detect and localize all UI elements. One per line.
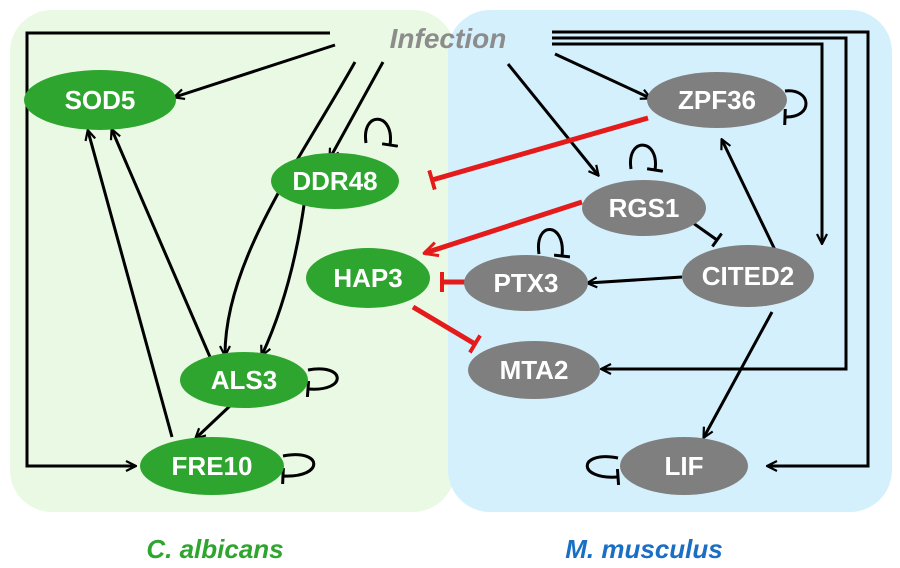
node-rgs1: RGS1 <box>582 180 706 236</box>
node-label-mta2: MTA2 <box>500 355 569 385</box>
node-label-zpf36: ZPF36 <box>678 85 756 115</box>
self-loop-fre10 <box>281 453 316 485</box>
edge-zpf36-inhibits-ddr48 <box>427 115 649 191</box>
node-label-ptx3: PTX3 <box>493 268 558 298</box>
self-loop-rgs1 <box>629 143 664 173</box>
edge-infection-to-lif <box>552 30 870 466</box>
edge-infection-to-fre10 <box>25 31 330 466</box>
node-als3: ALS3 <box>180 352 308 408</box>
self-loop-ddr48 <box>364 117 399 148</box>
self-loop-zpf36 <box>783 89 808 126</box>
node-label-hap3: HAP3 <box>333 263 402 293</box>
edge-rgs1-to-hap3 <box>425 199 583 253</box>
node-sod5: SOD5 <box>24 70 176 130</box>
node-lif: LIF <box>620 437 748 495</box>
edge-als3-to-fre10 <box>196 402 234 438</box>
node-label-cited2: CITED2 <box>702 261 794 291</box>
edge-fre10-to-sod5 <box>88 131 174 438</box>
self-loops <box>281 89 808 486</box>
edge-infection-to-zpf36 <box>554 52 650 98</box>
edge-ddr48-to-als3 <box>262 197 307 355</box>
node-zpf36: ZPF36 <box>647 72 787 128</box>
node-mta2: MTA2 <box>468 341 600 399</box>
node-fre10: FRE10 <box>140 437 284 495</box>
edge-als3-to-sod5 <box>112 130 212 358</box>
edge-infection-to-sod5 <box>175 43 336 97</box>
node-cited2: CITED2 <box>682 245 814 307</box>
node-label-als3: ALS3 <box>211 365 277 395</box>
edge-cited2-to-ptx3 <box>588 275 683 283</box>
node-ptx3: PTX3 <box>464 255 588 311</box>
infection-label: Infection <box>390 23 507 54</box>
edge-infection-to-mta2 <box>552 36 848 369</box>
node-label-rgs1: RGS1 <box>609 193 680 223</box>
edge-cited2-to-lif <box>704 311 774 437</box>
activation-edges <box>25 30 870 466</box>
self-loop-als3 <box>305 367 339 398</box>
edge-infection-to-rgs1 <box>506 63 598 175</box>
edge-hap3-inhibits-mta2 <box>411 304 482 354</box>
node-label-fre10: FRE10 <box>172 451 253 481</box>
edge-cited2-to-zpf36 <box>722 140 778 253</box>
edge-infection-to-cited2 <box>552 42 822 243</box>
node-label-lif: LIF <box>665 451 704 481</box>
species-label-m-musculus: M. musculus <box>565 534 722 564</box>
edge-infection-to-ddr48 <box>330 61 385 158</box>
node-label-ddr48: DDR48 <box>292 166 377 196</box>
self-loop-ptx3 <box>537 228 571 259</box>
node-ddr48: DDR48 <box>271 153 399 209</box>
species-label-c-albicans: C. albicans <box>146 534 283 564</box>
edge-infection-to-als3 <box>225 61 357 355</box>
node-label-sod5: SOD5 <box>65 85 136 115</box>
self-loop-lif <box>585 455 621 486</box>
node-hap3: HAP3 <box>306 248 430 308</box>
